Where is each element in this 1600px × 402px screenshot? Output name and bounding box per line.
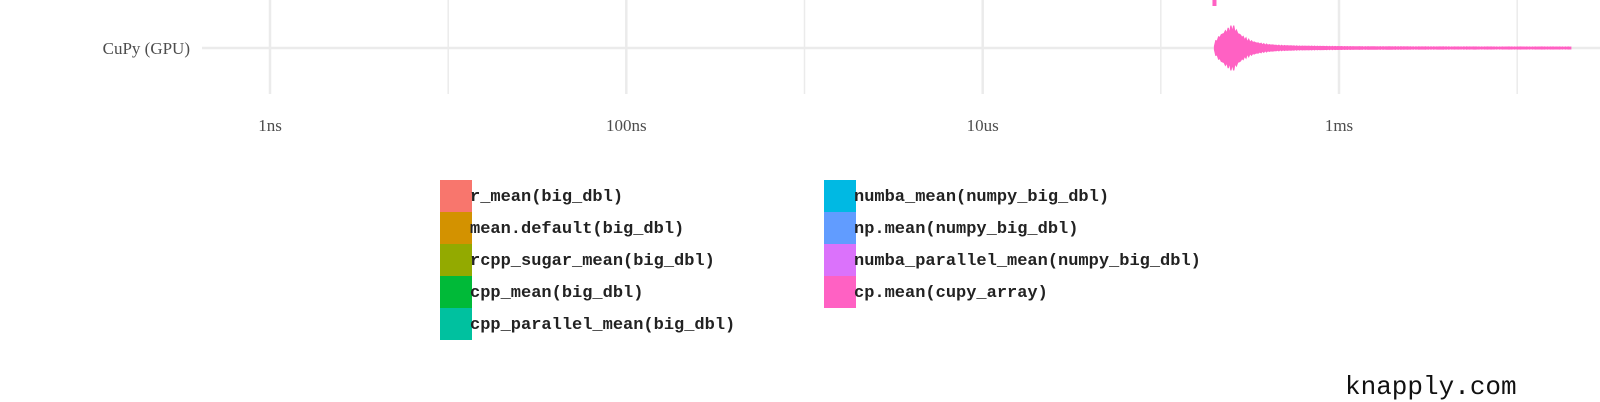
legend-label: rcpp_sugar_mean(big_dbl): [470, 252, 715, 271]
y-category-label: CuPy (GPU): [103, 39, 190, 58]
x-tick-label: 10us: [967, 116, 999, 135]
legend-swatch: [440, 276, 472, 308]
x-tick-label: 1ns: [258, 116, 282, 135]
legend-swatch: [440, 308, 472, 340]
legend-label: cp.mean(cupy_array): [854, 284, 1048, 303]
legend-label: numba_mean(numpy_big_dbl): [854, 188, 1110, 207]
legend-swatch: [440, 180, 472, 212]
legend-label: mean.default(big_dbl): [470, 220, 685, 239]
legend-label: cpp_mean(big_dbl): [470, 284, 644, 303]
legend-swatch: [824, 212, 856, 244]
legend-swatch: [440, 244, 472, 276]
legend-swatch: [824, 180, 856, 212]
legend-swatch: [440, 212, 472, 244]
violin-tail-mark: [1212, 0, 1217, 6]
legend-swatch: [824, 244, 856, 276]
legend-label: np.mean(numpy_big_dbl): [854, 220, 1079, 239]
watermark-text: knapply.com: [1345, 372, 1517, 402]
legend-swatch: [824, 276, 856, 308]
legend-label: r_mean(big_dbl): [470, 188, 624, 207]
violin-shape: [1213, 25, 1572, 71]
legend-label: cpp_parallel_mean(big_dbl): [470, 316, 736, 335]
x-tick-label: 1ms: [1325, 116, 1353, 135]
x-tick-label: 100ns: [606, 116, 647, 135]
legend-label: numba_parallel_mean(numpy_big_dbl): [854, 252, 1201, 271]
